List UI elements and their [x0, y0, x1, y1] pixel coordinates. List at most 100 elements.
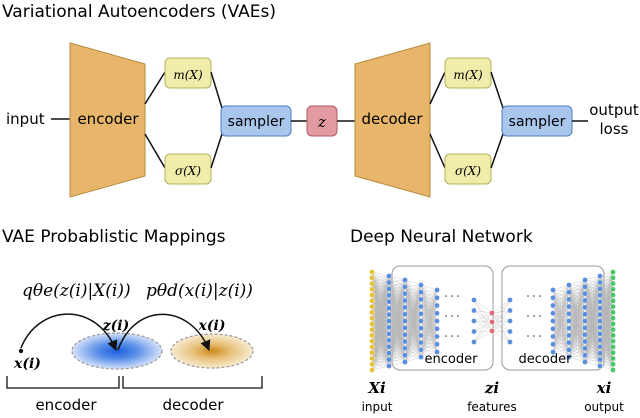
mappings-title: VAE Probablistic Mappings [2, 227, 226, 247]
dnn-node [550, 287, 555, 292]
dnn-node [582, 318, 587, 323]
dnn-node [434, 318, 439, 323]
dnn-ellipsis-dot [539, 335, 541, 337]
dnn-ellipsis-dot [539, 295, 541, 297]
dnn-node [369, 310, 374, 315]
dnn-ellipsis-dot [457, 335, 459, 337]
dnn-node [610, 316, 615, 321]
dnn-node [550, 303, 555, 308]
dnn-node [386, 312, 391, 317]
dnn-node [550, 326, 555, 331]
dnn-node [418, 333, 423, 338]
dnn-node [610, 367, 615, 372]
dnn-node [386, 286, 391, 291]
input-label: input [6, 110, 45, 128]
dnn-node [369, 316, 374, 321]
dnn-node [369, 281, 374, 286]
dnn-node [402, 359, 407, 364]
dnn-node [489, 328, 494, 333]
dnn-node [369, 298, 374, 303]
dnn-ellipsis-dot [451, 315, 453, 317]
dnn-ellipsis-dot [445, 295, 447, 297]
dnn-encoder-label: encoder [425, 352, 479, 367]
dnn-node [597, 325, 602, 330]
dnn-edge [492, 322, 510, 332]
dnn-node [434, 303, 439, 308]
dnn-node [610, 281, 615, 286]
dnn-node [597, 357, 602, 362]
dnn-node [369, 367, 374, 372]
dnn-node [507, 297, 512, 302]
dnn-node [550, 342, 555, 347]
dnn-ellipsis-dot [533, 295, 535, 297]
dnn-node [610, 287, 615, 292]
latent-distribution [72, 333, 162, 369]
dnn-node [597, 363, 602, 368]
dnn-node [369, 362, 374, 367]
dnn-node [597, 351, 602, 356]
dnn-node [582, 305, 587, 310]
dnn-node [386, 331, 391, 336]
dnn-node [610, 333, 615, 338]
sigma-label-2: σ(X) [455, 164, 481, 178]
dnn-node [418, 347, 423, 352]
q-formula: qθe(z(i)|X(i)) [22, 281, 131, 301]
dnn-node [402, 339, 407, 344]
dnn-node [418, 282, 423, 287]
dnn-edge [474, 300, 492, 331]
dnn-node [550, 334, 555, 339]
dnn-node [386, 273, 391, 278]
dnn-node [566, 326, 571, 331]
encoder-to-sigma-line [145, 134, 165, 168]
sigma-label: σ(X) [175, 164, 201, 178]
dnn-node [610, 362, 615, 367]
dnn-node [597, 273, 602, 278]
dnn-node [402, 298, 407, 303]
dnn-decoder-label: decoder [519, 352, 573, 367]
sigma2-to-sampler-line [491, 134, 503, 168]
dnn-node [610, 269, 615, 274]
encoder-to-mean-line [145, 72, 165, 104]
dnn-node [369, 287, 374, 292]
dnn-node [369, 292, 374, 297]
dnn-node [582, 312, 587, 317]
x-tilde-label: x(i) [13, 356, 41, 372]
dnn-node [610, 310, 615, 315]
sampler-label-2: sampler [509, 114, 566, 130]
dnn-output-label: output [584, 400, 624, 414]
dnn-X-label: Xi [367, 379, 386, 397]
dnn-node [386, 363, 391, 368]
dnn-node [597, 344, 602, 349]
dnn-ellipsis-dot [533, 335, 535, 337]
dnn-node [402, 332, 407, 337]
dnn-node [597, 293, 602, 298]
dnn-node [402, 353, 407, 358]
mean-label: m(X) [173, 68, 203, 82]
mean-label-2: m(X) [453, 68, 483, 82]
mean2-to-sampler-line [491, 72, 503, 108]
dnn-node [597, 306, 602, 311]
dnn-input-label: input [362, 400, 393, 414]
dnn-node [582, 325, 587, 330]
dnn-node [610, 298, 615, 303]
dnn-node [566, 333, 571, 338]
dnn-edge [474, 322, 492, 332]
dnn-node [550, 318, 555, 323]
dnn-node [369, 327, 374, 332]
dnn-node [566, 297, 571, 302]
dnn-title: Deep Neural Network [350, 227, 533, 247]
latent-z-label: z [317, 113, 326, 131]
dnn-node [582, 339, 587, 344]
dnn-ellipsis-dot [539, 315, 541, 317]
dnn-node [386, 338, 391, 343]
dnn-edge [492, 300, 510, 331]
dnn-node [597, 318, 602, 323]
dnn-node [369, 321, 374, 326]
dnn-node [471, 297, 476, 302]
decoder-to-sigma-line [430, 134, 445, 168]
dnn-node [566, 340, 571, 345]
dnn-node [471, 329, 476, 334]
dnn-node [597, 286, 602, 291]
dnn-ellipsis-dot [445, 315, 447, 317]
